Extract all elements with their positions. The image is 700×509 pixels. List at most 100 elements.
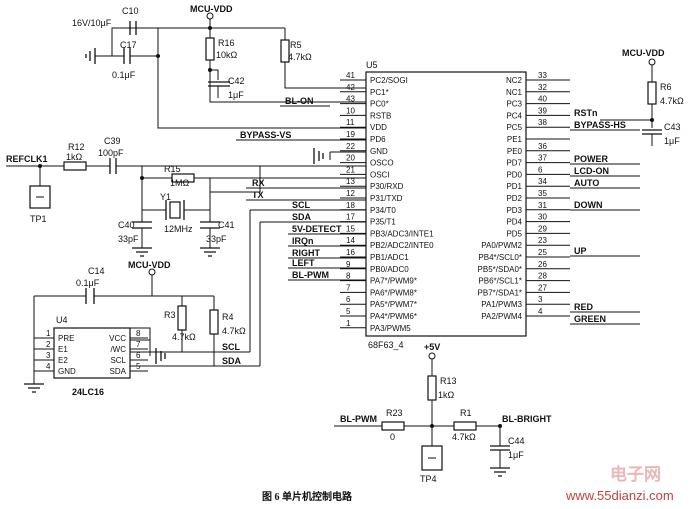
- mcu-right-pins: 33NC232NC140PC339PC438PC5PE136PE037PD76P…: [478, 71, 570, 321]
- net-bl-pwm-bottom: BL-PWM: [340, 414, 377, 424]
- r13-ref: R13: [440, 376, 457, 386]
- pin-name: /WC: [110, 345, 126, 354]
- pin-number: 33: [538, 71, 547, 80]
- pin-name: PC5: [506, 123, 522, 132]
- net-tx: TX: [252, 190, 264, 200]
- pin-number: 3: [46, 351, 51, 360]
- c40-value: 33pF: [118, 234, 139, 244]
- net-left: LEFT: [292, 258, 315, 268]
- net-bl-bright: BL-BRIGHT: [502, 414, 552, 424]
- pin-number: 9: [346, 260, 351, 269]
- r6-ref: R6: [660, 82, 672, 92]
- pin-number: 15: [346, 224, 355, 233]
- pin-name: GND: [58, 367, 76, 376]
- pin-name: PD3: [506, 206, 522, 215]
- tp4-label: TP4: [420, 474, 437, 484]
- pin-number: 14: [346, 236, 355, 245]
- pin-name: PB5*/SDA0*: [478, 265, 522, 274]
- pin-number: 3: [538, 295, 543, 304]
- pin-name: PRE: [58, 334, 74, 343]
- pin-number: 6: [346, 295, 351, 304]
- pin-number: 17: [346, 213, 355, 222]
- pin-name: PC0*: [370, 100, 389, 109]
- power-label-vdd-right: MCU-VDD: [622, 48, 665, 58]
- pin-number: 1: [46, 329, 51, 338]
- net-scl: SCL: [292, 200, 311, 210]
- pin-name: PE1: [507, 135, 523, 144]
- eeprom-part: 24LC16: [72, 387, 104, 397]
- net-rstn: RSTn: [574, 108, 598, 118]
- pin-number: 21: [346, 165, 355, 174]
- c42-value: 1μF: [228, 90, 244, 100]
- pin-name: PC1*: [370, 88, 389, 97]
- c44-value: 1μF: [508, 450, 524, 460]
- r4-value: 4.7kΩ: [222, 326, 246, 336]
- pin-number: 10: [346, 106, 355, 115]
- c43-ref: C43: [664, 122, 681, 132]
- pin-number: 30: [538, 213, 547, 222]
- pin-number: 7: [346, 283, 351, 292]
- pin-number: 19: [346, 130, 355, 139]
- pin-number: 6: [136, 351, 141, 360]
- pin-number: 40: [538, 95, 547, 104]
- pin-number: 26: [538, 260, 547, 269]
- pin-number: 37: [538, 154, 547, 163]
- pin-name: P34/T0: [370, 206, 396, 215]
- net-sda-eeprom: SDA: [222, 356, 242, 366]
- pin-number: 25: [538, 248, 547, 257]
- pin-number: 4: [46, 362, 51, 371]
- net-down: DOWN: [574, 200, 603, 210]
- power-label-vdd-top: MCU-VDD: [190, 4, 233, 14]
- c44-ref: C44: [508, 436, 525, 446]
- c14-value: 0.1μF: [76, 278, 100, 288]
- eeprom-pin-3: 3E2: [34, 351, 68, 365]
- pin-number: 1: [346, 319, 351, 328]
- pin-number: 23: [538, 236, 547, 245]
- pin-number: 7: [136, 340, 141, 349]
- net-auto: AUTO: [574, 178, 599, 188]
- pin-number: 34: [538, 177, 547, 186]
- pin-name: VCC: [109, 334, 126, 343]
- pin-number: 27: [538, 283, 547, 292]
- pin-name: PD2: [506, 194, 522, 203]
- r5-value: 4.7kΩ: [288, 52, 312, 62]
- mcu-left-nets: RX TX SCL SDA 5V-DETECT IRQn RIGHT LEFT …: [246, 178, 366, 366]
- backlight-group: +5V R13 1kΩ BL-PWM R23 0 R1 4.7kΩ BL-BRI…: [334, 342, 552, 484]
- c10-value: 16V/10μF: [72, 18, 112, 28]
- pin-name: PB2/ADC2/INTE0: [370, 241, 434, 250]
- pin-number: 39: [538, 106, 547, 115]
- r13-value: 1kΩ: [438, 390, 455, 400]
- clock-group: BYPASS-VS REFCLK1 R12 1kΩ C39 100pF TP1 …: [6, 130, 366, 257]
- pin-name: PA5*/PWM7*: [370, 300, 417, 309]
- power-decoupling-group: MCU-VDD C10 16V/10μF C17 0.1μF R16 10kΩ …: [72, 4, 366, 129]
- mcu-ref: U5: [366, 60, 378, 70]
- r4-ref: R4: [222, 312, 234, 322]
- pin-name: PB3/ADC3/INTE1: [370, 229, 434, 238]
- pin-name: P31/TXD: [370, 194, 403, 203]
- pin-number: 13: [346, 177, 355, 186]
- net-sda: SDA: [292, 212, 312, 222]
- pin-name: RSTB: [370, 111, 391, 120]
- pin-number: 43: [346, 95, 355, 104]
- net-rx: RX: [252, 178, 265, 188]
- mcu-u5: U5 68F63_4 41PC2/SOGI42PC1*43PC0*10RSTB1…: [340, 60, 570, 350]
- pin-number: 38: [538, 118, 547, 127]
